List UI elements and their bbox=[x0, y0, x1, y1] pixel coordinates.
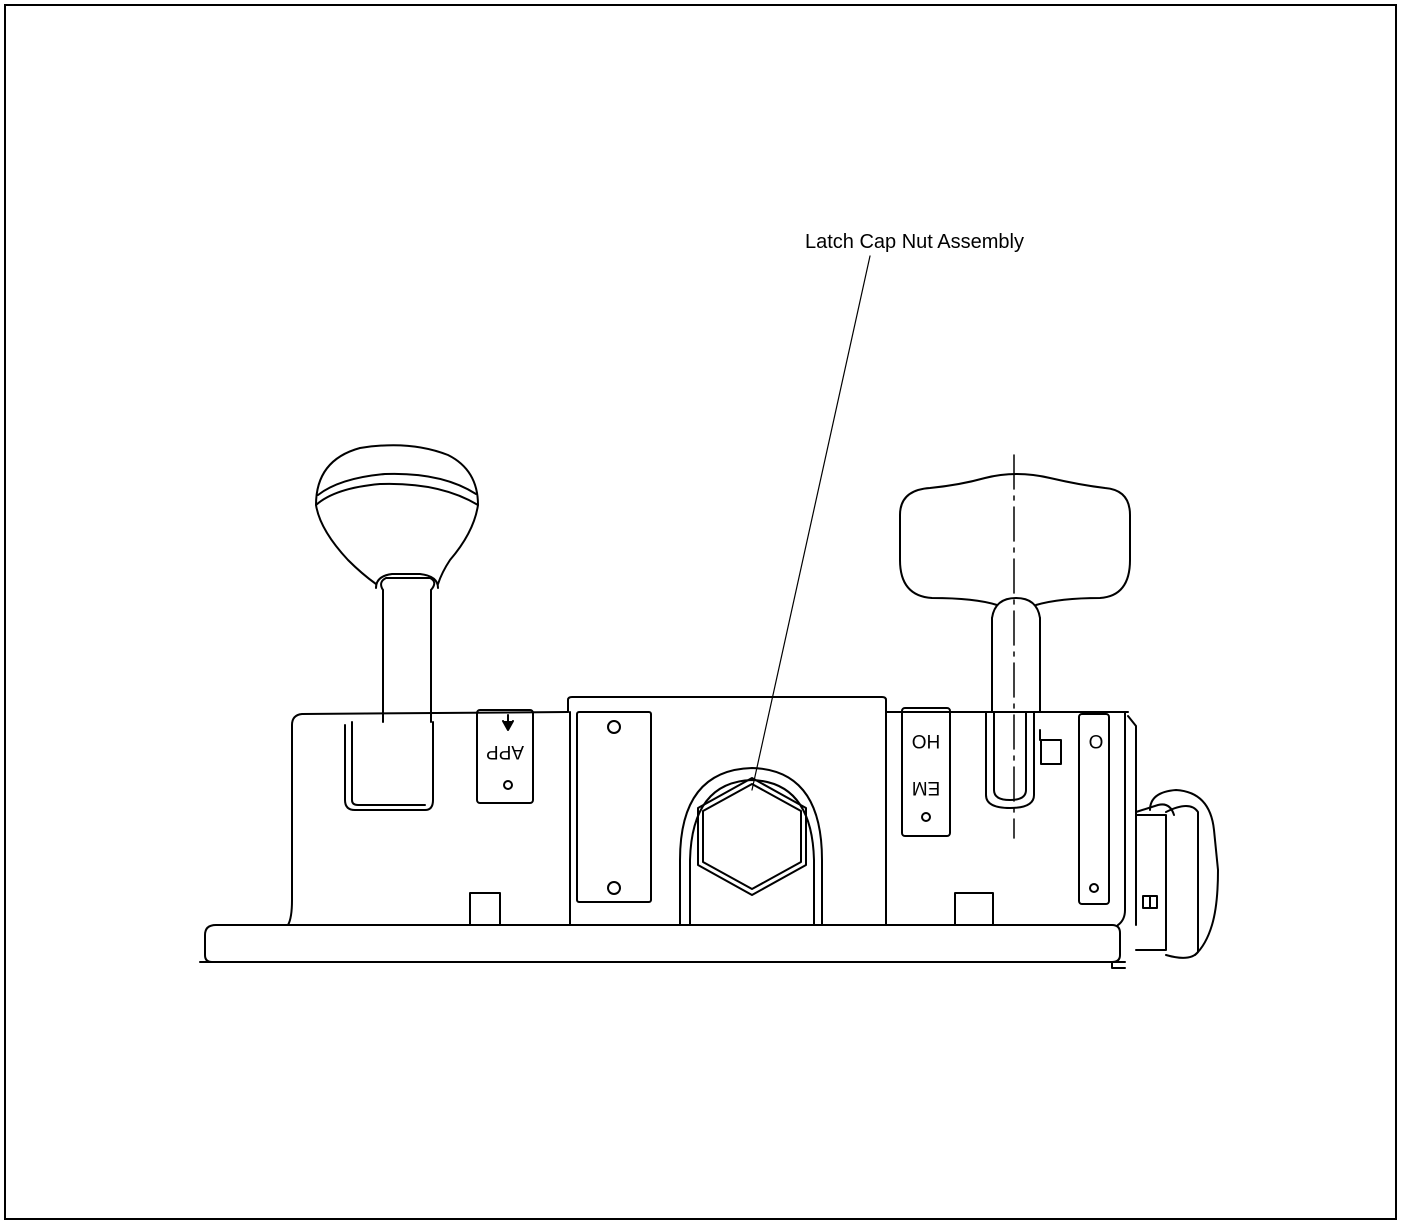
callout-leader-line bbox=[751, 255, 871, 791]
edge-plate bbox=[1078, 713, 1110, 905]
body-center-section bbox=[567, 696, 1129, 926]
side-block bbox=[1040, 739, 1062, 765]
app-plate bbox=[476, 709, 534, 804]
body-right-section bbox=[1111, 711, 1137, 969]
right-lever bbox=[899, 473, 1131, 741]
em-ho-label-bottom: EM bbox=[912, 777, 941, 798]
side-connector bbox=[1135, 789, 1219, 959]
foot-block-left bbox=[469, 892, 501, 926]
center-slot-plate bbox=[576, 711, 652, 903]
base-plate bbox=[199, 924, 1126, 963]
cap-nut bbox=[697, 777, 807, 896]
foot-block-right bbox=[954, 892, 994, 926]
app-plate-label: APP bbox=[486, 741, 524, 762]
edge-plate-label: O bbox=[1089, 730, 1104, 751]
figure-border bbox=[4, 4, 1397, 1220]
left-lever bbox=[315, 444, 479, 811]
em-ho-label-top: HO bbox=[912, 730, 941, 751]
right-lever-slot bbox=[985, 711, 1035, 809]
cap-nut-housing bbox=[679, 767, 823, 926]
callout-label: Latch Cap Nut Assembly bbox=[805, 231, 1024, 253]
em-ho-plate bbox=[901, 707, 951, 837]
body-left-section bbox=[287, 711, 571, 926]
